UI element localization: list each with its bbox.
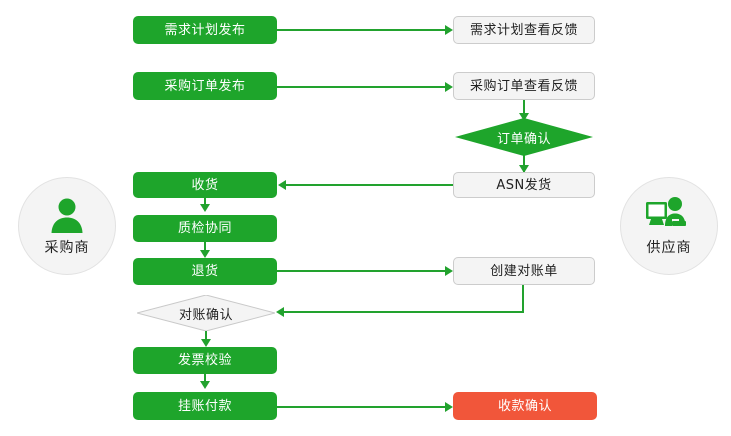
node-receive-goods[interactable]: 收货 (133, 172, 277, 198)
node-label: 质检协同 (177, 221, 232, 236)
person-at-computer-icon (645, 195, 693, 235)
node-label: 需求计划发布 (164, 22, 246, 38)
actor-buyer[interactable]: 采购商 (18, 177, 116, 275)
actor-label: 采购商 (44, 240, 90, 256)
node-label: 收货 (191, 177, 219, 193)
node-label: 订单确认 (496, 131, 551, 147)
arrowhead-receive-to-quality (200, 204, 210, 212)
arrowhead-quality-to-return (200, 250, 210, 258)
edge-statement-confirm-to-invoice (205, 330, 207, 344)
actor-label: 供应商 (646, 240, 692, 256)
node-label: ASN发货 (496, 177, 552, 193)
edge-po-feedback-to-order-confirm (523, 100, 525, 120)
edge-quality-to-return (204, 242, 206, 254)
arrowhead-invoice-to-payment-posting (200, 381, 210, 389)
edge-create-statement-to-statement-confirm (284, 311, 524, 313)
arrowhead-po-feedback-to-order-confirm (519, 113, 529, 121)
arrowhead-payment-posting-to-receipt-confirm (445, 402, 453, 412)
node-payment-receipt-confirm[interactable]: 收款确认 (453, 392, 597, 420)
node-label: 采购订单查看反馈 (469, 78, 578, 94)
node-label: 发票校验 (177, 353, 232, 368)
edge-order-confirm-to-asn (523, 155, 525, 173)
node-label: 挂账付款 (177, 398, 232, 414)
arrowhead-demand-plan-to-feedback (445, 25, 453, 35)
node-po-feedback[interactable]: 采购订单查看反馈 (453, 72, 595, 100)
node-demand-plan-feedback[interactable]: 需求计划查看反馈 (453, 16, 595, 44)
node-invoice-verify[interactable]: 发票校验 (133, 347, 277, 374)
node-label: 采购订单发布 (164, 78, 246, 94)
arrowhead-order-confirm-to-asn (519, 165, 529, 173)
node-order-confirm[interactable]: 订单确认 (455, 118, 593, 156)
node-label: 收款确认 (497, 398, 552, 414)
edge-create-statement-drop (522, 285, 524, 313)
node-quality-collab[interactable]: 质检协同 (133, 215, 277, 242)
node-po-publish[interactable]: 采购订单发布 (133, 72, 277, 100)
arrowhead-po-to-feedback (445, 82, 453, 92)
node-label: 退货 (191, 264, 219, 279)
edge-return-to-create-statement (277, 270, 447, 272)
node-label: 需求计划查看反馈 (469, 22, 578, 38)
node-payment-posting[interactable]: 挂账付款 (133, 392, 277, 420)
node-label: 对账确认 (178, 307, 233, 323)
node-statement-confirm[interactable]: 对账确认 (137, 295, 275, 331)
diamond-shape-icon (455, 118, 593, 156)
node-asn-ship[interactable]: ASN发货 (453, 172, 595, 198)
edge-asn-to-receive (286, 184, 454, 186)
node-create-statement[interactable]: 创建对账单 (453, 257, 595, 285)
actor-supplier[interactable]: 供应商 (620, 177, 718, 275)
edge-invoice-to-payment-posting (204, 373, 206, 385)
person-icon (47, 195, 87, 235)
node-label: 创建对账单 (490, 263, 558, 279)
node-return-goods[interactable]: 退货 (133, 258, 277, 285)
edge-po-to-feedback (277, 86, 447, 88)
edge-payment-posting-to-receipt-confirm (277, 406, 447, 408)
arrowhead-create-statement-to-statement-confirm (276, 307, 284, 317)
arrowhead-statement-confirm-to-invoice (201, 339, 211, 347)
diamond-shape-icon (137, 295, 275, 331)
node-demand-plan-publish[interactable]: 需求计划发布 (133, 16, 277, 44)
edge-receive-to-quality (204, 196, 206, 208)
edge-demand-plan-to-feedback (277, 29, 447, 31)
arrowhead-return-to-create-statement (445, 266, 453, 276)
arrowhead-asn-to-receive (278, 180, 286, 190)
